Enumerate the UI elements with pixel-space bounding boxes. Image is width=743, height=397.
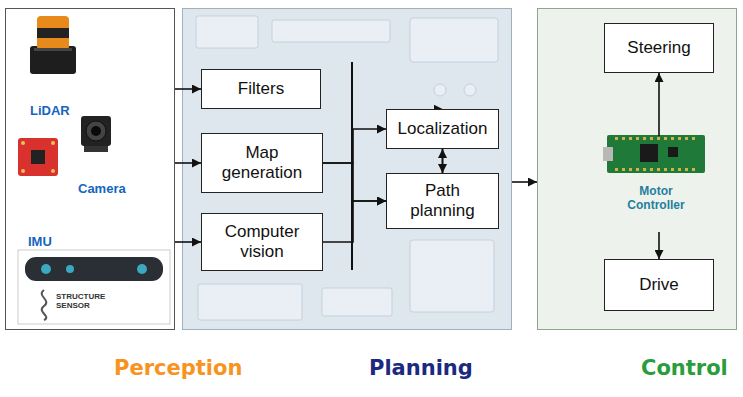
connector-arrow <box>442 149 444 213</box>
process-box: Map generation <box>201 133 323 193</box>
box-label: Filters <box>238 79 284 99</box>
imu-picture <box>18 138 58 176</box>
connector-arrow <box>323 129 386 163</box>
sensor-label: Camera <box>78 181 126 196</box>
section-heading: Planning <box>369 356 473 380</box>
box-label: Drive <box>639 275 679 295</box>
connector-arrow <box>512 181 537 183</box>
motor-controller: Motor Controller <box>604 136 708 232</box>
connector-arrow <box>175 162 201 164</box>
section-heading: Perception <box>114 356 242 380</box>
process-box: Localization <box>386 109 499 149</box>
sensor-label: LiDAR <box>30 103 70 118</box>
component-label: Motor Controller <box>614 184 698 213</box>
process-box: Computer vision <box>201 213 323 271</box>
camera-picture <box>81 116 111 152</box>
connector-arrow <box>175 241 201 243</box>
connector-arrow <box>658 73 660 136</box>
control-panel: ControlSteeringMotor ControllerDrive <box>537 8 737 330</box>
box-label: Steering <box>627 38 690 58</box>
process-box: Filters <box>201 69 321 109</box>
lidar-picture <box>30 16 76 74</box>
connector-arrow <box>175 88 201 90</box>
connector-arrow <box>323 201 386 242</box>
process-box: Steering <box>604 23 714 73</box>
board-pattern <box>196 16 498 320</box>
section-heading: Control <box>641 356 728 380</box>
box-label: Computer vision <box>212 222 312 261</box>
sensor-label: IMU <box>28 234 52 249</box>
connector-arrow <box>658 232 660 259</box>
process-box: Drive <box>604 259 714 311</box>
structure-sensor-picture <box>18 250 170 324</box>
motor-controller-picture <box>603 135 705 173</box>
process-box: Path planning <box>386 173 499 229</box>
box-label: Path planning <box>398 181 488 220</box>
box-label: Map generation <box>212 143 312 182</box>
logo-text: STRUCTURE SENSOR <box>56 292 128 310</box>
connector-arrow <box>323 163 386 201</box>
box-label: Localization <box>398 119 488 139</box>
